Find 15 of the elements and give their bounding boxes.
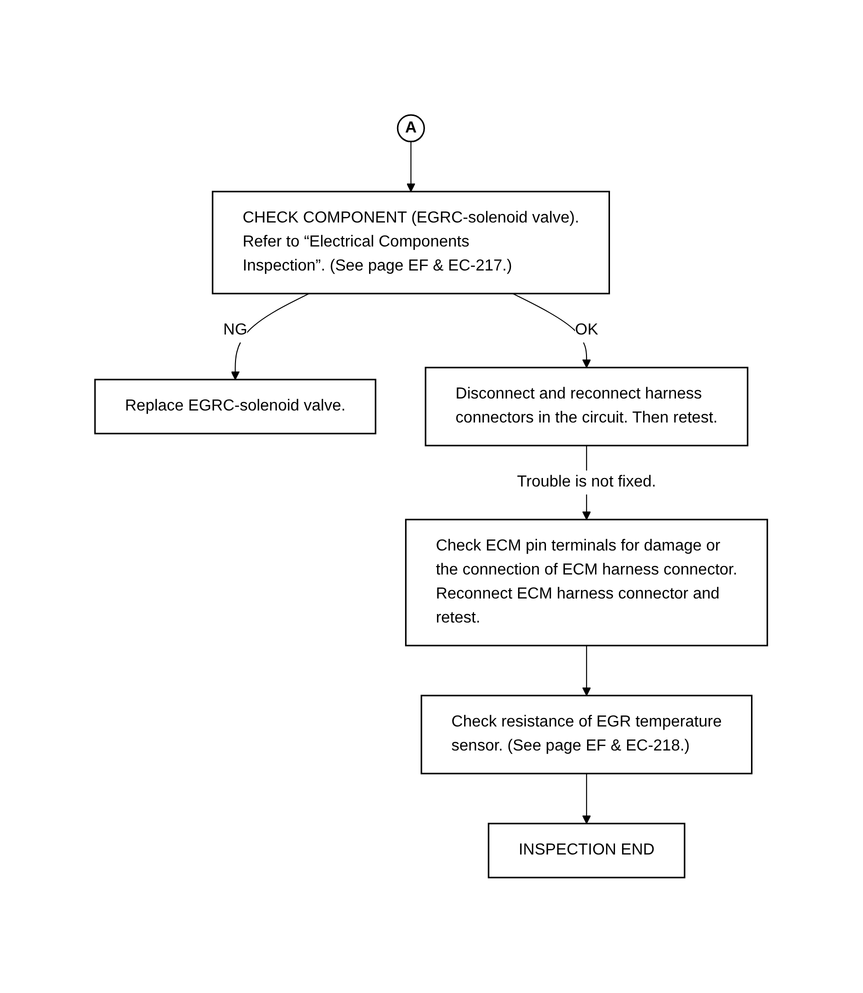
node-box: CHECK COMPONENT (EGRC-solenoid valve). Refer to “Electrical Components Inspection”. (See page EF & EC-217.) <box>212 191 610 295</box>
node-circle: A <box>397 114 426 143</box>
arrow <box>231 293 310 380</box>
edge-label: NG <box>224 322 248 339</box>
arrow <box>582 645 592 696</box>
edge-label: OK <box>575 322 598 339</box>
arrow <box>512 293 592 368</box>
arrow <box>582 773 592 824</box>
node-box: Check ECM pin terminals for damage or the connection of ECM harness connector. Reconnect ECM harness connector and retest. <box>405 519 768 647</box>
node-box: Check resistance of EGR temperature sensor. (See page EF & EC-218.) <box>420 695 753 775</box>
arrow <box>406 141 416 192</box>
node-box: Disconnect and reconnect harness connectors in the circuit. Then retest. <box>425 367 749 447</box>
node-box: INSPECTION END <box>488 823 686 879</box>
node-box: Replace EGRC-solenoid valve. <box>94 379 377 435</box>
edge-label: Trouble is not fixed. <box>517 474 656 491</box>
